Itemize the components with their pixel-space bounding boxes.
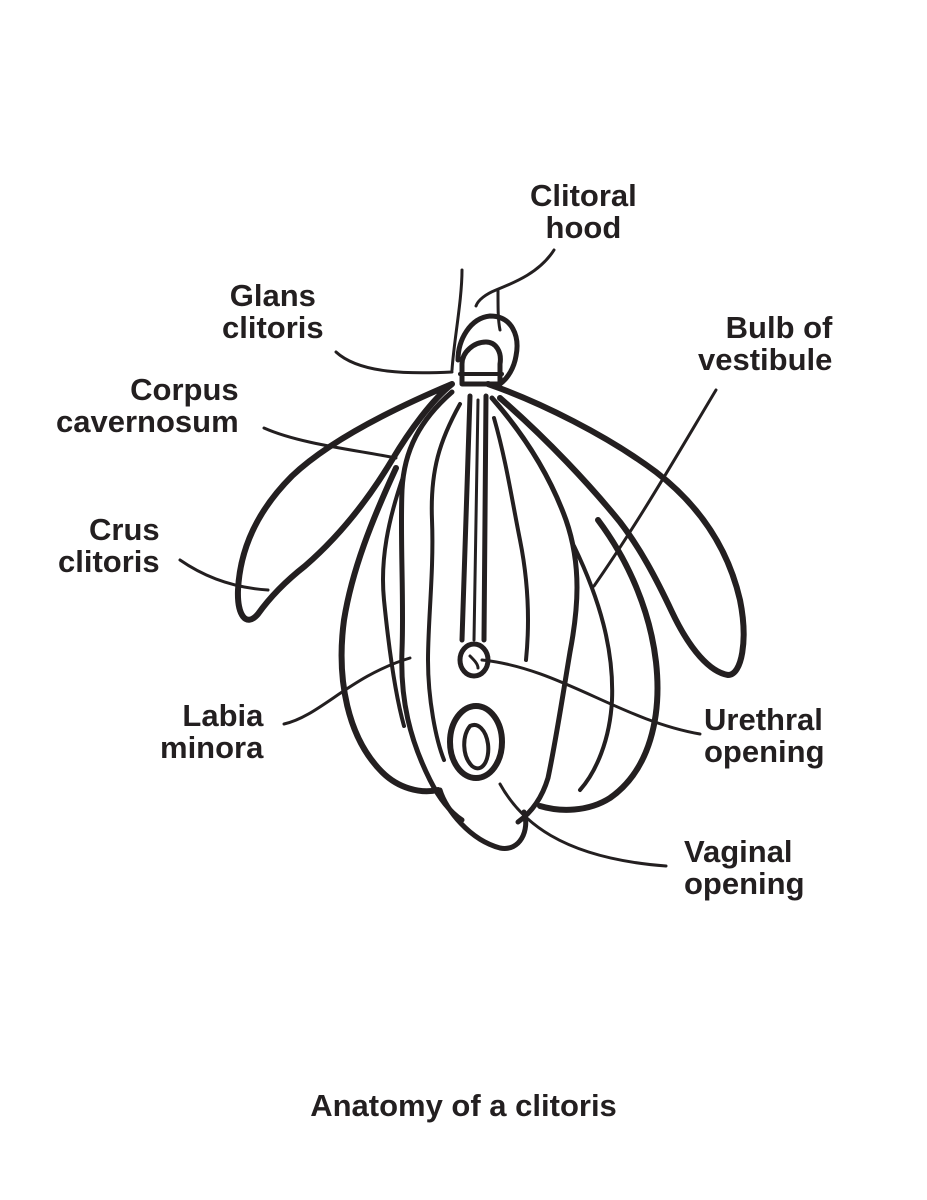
label-clitoral-hood-line1: Clitoral — [530, 178, 637, 213]
label-urethral-opening-line1: Urethral — [704, 702, 823, 737]
left-bulb-inner — [380, 472, 406, 728]
vaginal-opening-inner — [462, 723, 491, 771]
labia-minora-right-inner — [492, 416, 530, 662]
leader-glans-clitoris — [334, 350, 454, 375]
right-bulb-outline — [537, 517, 661, 813]
label-clitoral-hood: Clitoral hood — [530, 180, 637, 244]
label-crus-clitoris-line2: clitoris — [58, 544, 160, 579]
left-crus-outline — [234, 381, 455, 623]
label-urethral-opening: Urethral opening — [704, 704, 825, 768]
clitoral-hood-outline — [455, 313, 520, 387]
labia-minora-left — [398, 389, 465, 823]
label-crus-clitoris: Crus clitoris — [58, 514, 160, 578]
urethral-slit — [468, 654, 480, 670]
leader-urethral-opening — [480, 658, 702, 736]
label-glans-clitoris-line2: clitoris — [222, 310, 324, 345]
leader-crus-clitoris — [178, 558, 270, 592]
leader-bulb-vestibule — [592, 388, 718, 588]
diagram-caption: Anatomy of a clitoris — [310, 1088, 617, 1123]
glans-clitoris-outline — [459, 339, 503, 387]
label-labia-minora-line1: Labia — [182, 698, 264, 733]
shaft-center — [472, 398, 480, 642]
shaft-right — [481, 393, 489, 643]
labia-minora-right — [489, 395, 580, 825]
label-crus-clitoris-line1: Crus — [89, 512, 160, 547]
hood-line-left — [450, 268, 464, 372]
label-corpus-cavernosum-line1: Corpus — [130, 372, 239, 407]
label-corpus-cavernosum: Corpus cavernosum — [56, 374, 239, 438]
leader-labia-minora — [282, 656, 412, 726]
vaginal-opening-outer — [447, 703, 505, 781]
label-clitoral-hood-line2: hood — [545, 210, 622, 245]
labia-minora-left-inner — [426, 402, 462, 762]
shaft-left — [459, 393, 473, 643]
leader-clitoral-hood — [474, 248, 556, 308]
left-bulb-outline — [338, 465, 441, 795]
label-glans-clitoris: Glans clitoris — [222, 280, 324, 344]
labia-lower — [437, 787, 529, 851]
label-urethral-opening-line2: opening — [704, 734, 825, 769]
leader-corpus-cavernosum — [262, 426, 398, 460]
label-vaginal-opening-line1: Vaginal — [684, 834, 793, 869]
leader-vaginal-opening — [498, 782, 668, 868]
label-labia-minora: Labia minora — [160, 700, 263, 764]
label-bulb-of-vestibule-line1: Bulb of — [725, 310, 833, 345]
label-vaginal-opening: Vaginal opening — [684, 836, 805, 900]
label-bulb-of-vestibule: Bulb of vestibule — [698, 312, 832, 376]
label-labia-minora-line2: minora — [160, 730, 264, 765]
right-crus-outline — [485, 381, 747, 678]
hood-line-right — [496, 288, 502, 332]
label-glans-clitoris-line1: Glans — [229, 278, 316, 313]
label-corpus-cavernosum-line2: cavernosum — [56, 404, 239, 439]
label-bulb-of-vestibule-line2: vestibule — [698, 342, 833, 377]
label-vaginal-opening-line2: opening — [684, 866, 805, 901]
right-bulb-inner — [572, 544, 615, 792]
